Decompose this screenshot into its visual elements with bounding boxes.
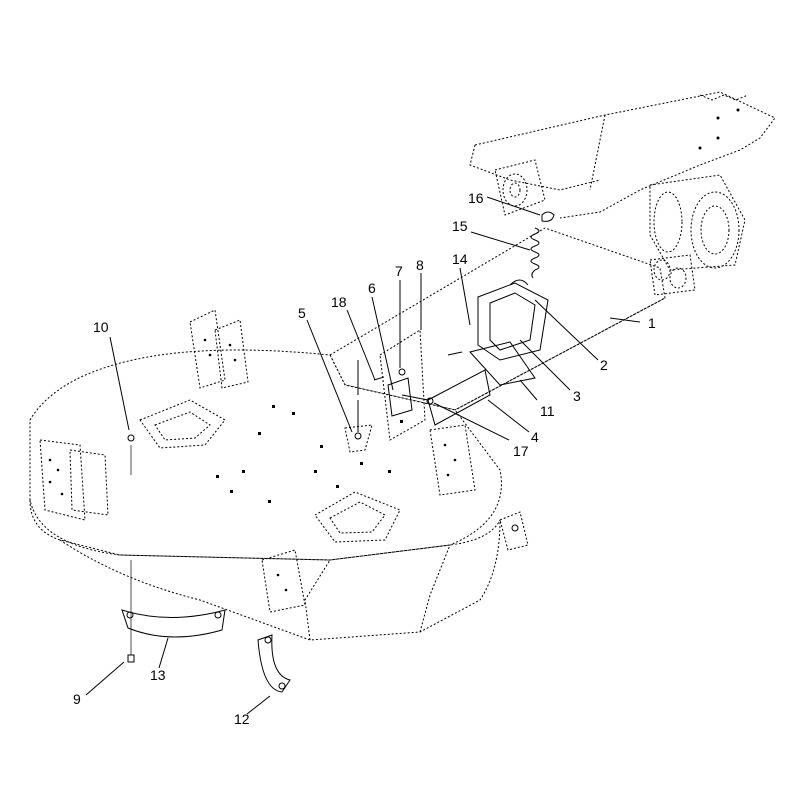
leader-lines <box>85 196 641 715</box>
callout-10: 10 <box>93 319 109 335</box>
guard-13 <box>121 609 226 638</box>
bracket-6 <box>387 377 413 417</box>
callouts: 1 2 3 4 5 6 7 8 9 10 11 12 13 14 15 16 1… <box>73 190 656 727</box>
callout-1: 1 <box>648 315 656 331</box>
plate-11 <box>469 341 536 386</box>
callout-8: 8 <box>416 257 424 273</box>
nut-7 <box>398 368 406 376</box>
callout-2: 2 <box>600 357 608 373</box>
bracket-2 <box>477 279 549 361</box>
callout-11: 11 <box>540 403 555 419</box>
callout-14: 14 <box>452 251 468 267</box>
callout-3: 3 <box>573 388 581 404</box>
callout-7: 7 <box>395 263 403 279</box>
callout-4: 4 <box>531 429 539 445</box>
callout-6: 6 <box>368 280 376 296</box>
callout-16: 16 <box>468 190 484 206</box>
plate-4 <box>427 369 491 426</box>
callout-5: 5 <box>298 305 306 321</box>
spring-15 <box>530 227 540 279</box>
callout-12: 12 <box>234 711 250 727</box>
pin-18 <box>357 360 385 395</box>
callout-9: 9 <box>73 691 81 707</box>
callout-17: 17 <box>513 443 529 459</box>
screw-5 <box>344 400 373 453</box>
hook-16 <box>541 211 555 222</box>
washer-10 <box>127 434 135 475</box>
callout-13: 13 <box>150 667 166 683</box>
callout-15: 15 <box>452 218 468 234</box>
callout-18: 18 <box>331 294 347 310</box>
guard-12 <box>257 634 291 693</box>
bolt-9 <box>127 560 135 663</box>
plate-8 <box>379 329 463 441</box>
mower-deck <box>29 309 529 641</box>
